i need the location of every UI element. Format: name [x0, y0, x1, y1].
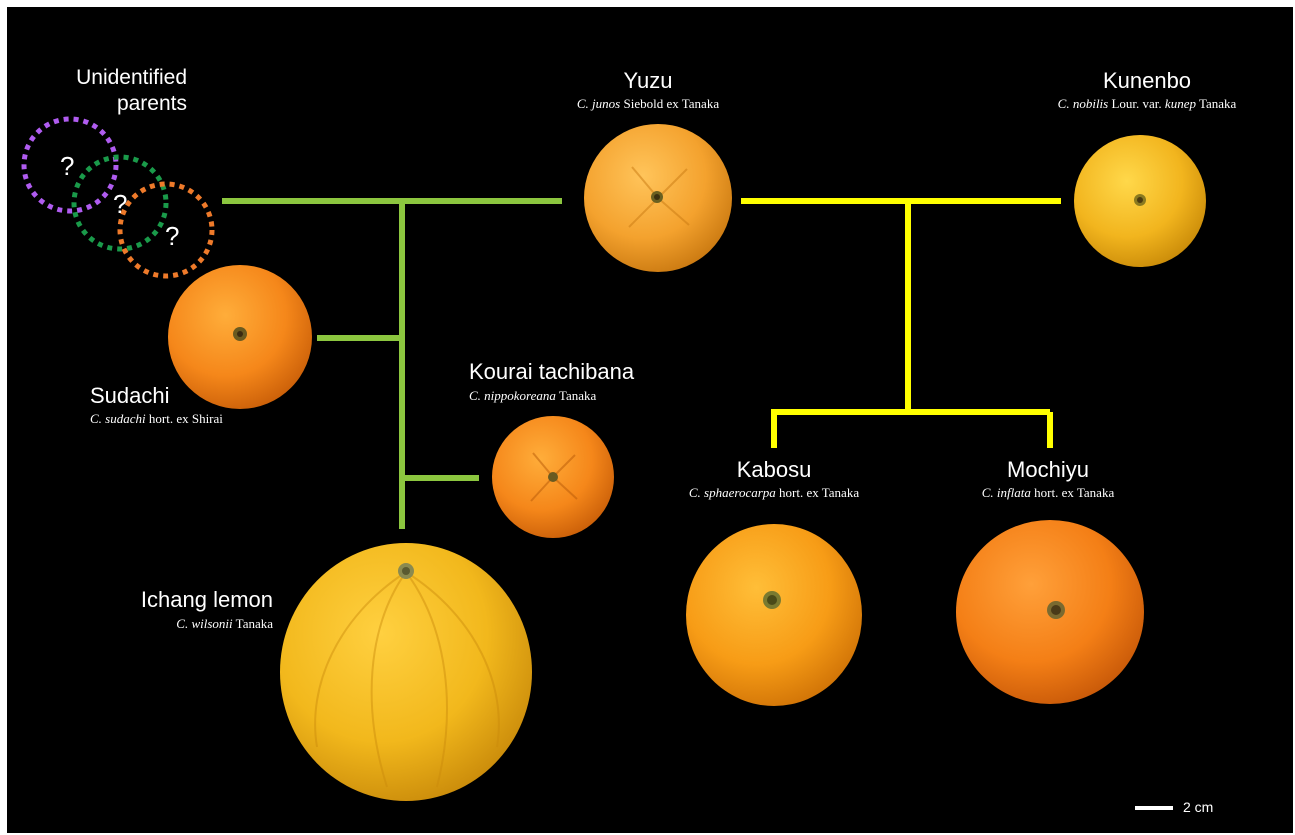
ichang-lemon-scientific-name: C. wilsonii Tanaka: [176, 616, 273, 631]
diagram-graphics: [21, 116, 1206, 810]
yuzu-name: Yuzu: [623, 68, 673, 93]
kourai-tachibana-name: Kourai tachibana: [469, 359, 635, 384]
kunenbo-fruit-image: [1074, 135, 1206, 267]
kunenbo-scientific-name: C. nobilis Lour. var. kunep Tanaka: [1057, 96, 1237, 111]
kourai-tachibana-fruit-image: [492, 416, 614, 538]
question-mark-1: ?: [60, 151, 75, 181]
sudachi-name: Sudachi: [90, 383, 170, 408]
scale-bar-label: 2 cm: [1183, 799, 1214, 815]
green-branch-lines: [222, 198, 562, 529]
kabosu-name: Kabosu: [736, 457, 812, 482]
ichang-lemon-fruit-image: [280, 543, 532, 801]
yuzu-scientific-name: C. junos Siebold ex Tanaka: [576, 96, 720, 111]
sudachi-fruit-image: [168, 265, 312, 409]
kabosu-scientific-name: C. sphaerocarpa hort. ex Tanaka: [688, 485, 860, 500]
yellow-branch-lines: [741, 198, 1061, 448]
unidentified-parent-circle-purple: [21, 116, 119, 214]
mochiyu-name: Mochiyu: [1007, 457, 1089, 482]
kourai-tachibana-scientific-name: C. nippokoreana Tanaka: [469, 388, 597, 403]
sudachi-scientific-name: C. sudachi hort. ex Shirai: [90, 411, 223, 426]
unidentified-parent-circle-green: [71, 154, 169, 252]
question-mark-3: ?: [165, 221, 180, 251]
yuzu-fruit-image: [584, 124, 732, 272]
ichang-lemon-name: Ichang lemon: [140, 587, 273, 612]
diagram-canvas: ? ? ? Unidentified parents Yuzu C. junos…: [7, 7, 1293, 833]
unidentified-parents-label-line1: Unidentified: [76, 66, 187, 89]
unidentified-parents-label-line2: parents: [116, 92, 187, 115]
mochiyu-fruit-image: [956, 520, 1144, 704]
mochiyu-scientific-name: C. inflata hort. ex Tanaka: [981, 485, 1115, 500]
question-mark-2: ?: [113, 189, 128, 219]
unidentified-parent-circle-orange: [117, 181, 215, 279]
kabosu-fruit-image: [686, 524, 862, 706]
kunenbo-name: Kunenbo: [1102, 68, 1192, 93]
